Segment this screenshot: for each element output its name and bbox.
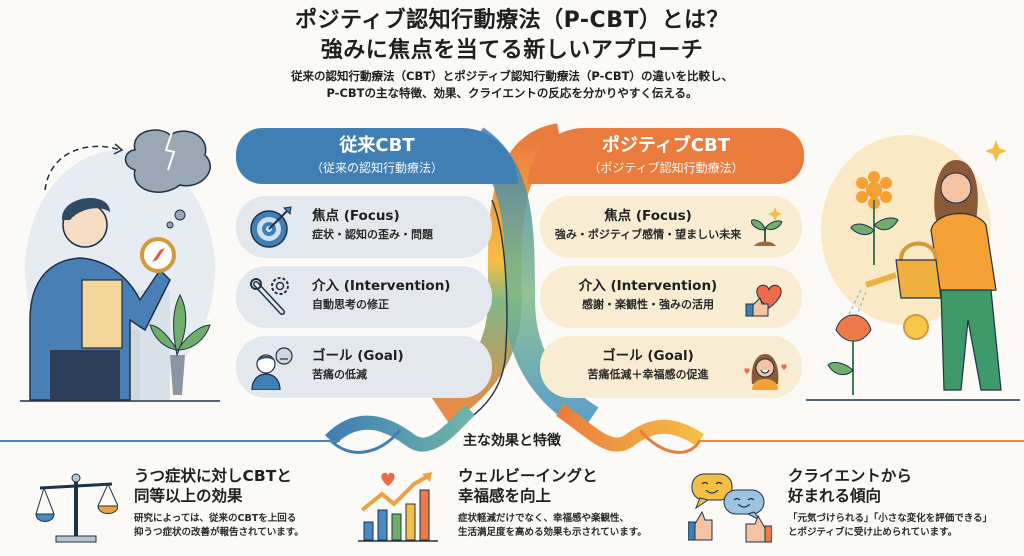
target-icon bbox=[250, 206, 292, 248]
pcbt-goal-desc: 苦痛低減＋幸福感の促進 bbox=[587, 368, 709, 381]
cbt-header-subtitle: （従来の認知行動療法） bbox=[310, 161, 443, 175]
woman-watering-flowers-illustration bbox=[806, 135, 1020, 401]
pcbt-intervention-desc: 感謝・楽観性・強みの活用 bbox=[582, 298, 714, 311]
description-line-2: P-CBTの主な特徴、効果、クライエントの反応を分かりやすく伝える。 bbox=[326, 86, 698, 100]
feature-2-desc-line1: 症状軽減だけでなく、幸福感や楽観性、 bbox=[458, 513, 630, 524]
pcbt-focus-title: 焦点 (Focus) bbox=[604, 208, 692, 224]
title-block: ポジティブ認知行動療法（P-CBT）とは？ 強みに焦点を当てる新しいアプローチ … bbox=[0, 6, 1024, 102]
cbt-intervention-card: 介入 (Intervention) 自動思考の修正 bbox=[236, 266, 492, 328]
cbt-intervention-title: 介入 (Intervention) bbox=[312, 278, 451, 294]
divider-right bbox=[700, 440, 1024, 442]
cbt-header-title: 従来CBT bbox=[339, 135, 415, 156]
cbt-focus-card: 焦点 (Focus) 症状・認知の歪み・問題 bbox=[236, 196, 492, 258]
feature-3-desc-line1: 「元気づけられる」「小さな変化を評価できる」 bbox=[788, 513, 993, 524]
pcbt-header-title: ポジティブCBT bbox=[601, 135, 731, 156]
main-subtitle-heading: 強みに焦点を当てる新しいアプローチ bbox=[320, 38, 704, 63]
pcbt-intervention-title: 介入 (Intervention) bbox=[578, 278, 718, 294]
feature-depression-effect: うつ症状に対しCBTと 同等以上の効果 研究によっては、従来のCBTを上回る 抑… bbox=[34, 466, 354, 552]
pcbt-focus-desc: 強み・ポジティブ感情・望ましい未来 bbox=[554, 228, 742, 241]
chat-thumbs-up-icon bbox=[688, 473, 772, 543]
pcbt-goal-title: ゴール (Goal) bbox=[602, 348, 694, 364]
feature-3-title-line1: クライエントから bbox=[788, 467, 912, 485]
cbt-goal-title: ゴール (Goal) bbox=[312, 348, 404, 364]
feature-2-title-line2: 幸福感を向上 bbox=[458, 487, 552, 505]
wrench-gear-icon bbox=[250, 277, 289, 315]
cbt-focus-desc: 症状・認知の歪み・問題 bbox=[312, 228, 433, 241]
feature-3-desc-line2: とポジティブに受け止められています。 bbox=[788, 527, 958, 538]
pcbt-header-subtitle: （ポジティブ認知行動療法） bbox=[588, 161, 744, 175]
neutral-person-icon bbox=[251, 347, 293, 390]
cbt-intervention-desc: 自動思考の修正 bbox=[312, 298, 389, 311]
main-title: ポジティブ認知行動療法（P-CBT）とは？ bbox=[295, 8, 729, 33]
feature-1-title-line2: 同等以上の効果 bbox=[134, 487, 243, 505]
feature-3-title-line2: 好まれる傾向 bbox=[788, 487, 882, 505]
pcbt-intervention-card: 介入 (Intervention) 感謝・楽観性・強みの活用 bbox=[540, 266, 802, 328]
balance-scale-icon bbox=[35, 473, 118, 543]
feature-1-desc-line2: 抑うつ症状の改善が報告されています。 bbox=[134, 527, 304, 538]
sprout-icon bbox=[751, 207, 783, 246]
feature-wellbeing: ウェルビーイングと 幸福感を向上 症状軽減だけでなく、幸福感や楽観性、 生活満足… bbox=[358, 466, 688, 552]
divider-left bbox=[0, 440, 340, 442]
cbt-goal-card: ゴール (Goal) 苦痛の低減 bbox=[236, 336, 492, 398]
man-with-compass-illustration bbox=[20, 129, 220, 402]
cbt-focus-title: 焦点 (Focus) bbox=[312, 208, 400, 224]
heart-thumbs-up-icon bbox=[745, 284, 782, 317]
feature-1-title-line1: うつ症状に対しCBTと bbox=[134, 467, 292, 485]
rising-chart-icon bbox=[358, 472, 438, 542]
effects-heading: 主な効果と特徴 bbox=[463, 433, 561, 449]
feature-2-desc-line2: 生活満足度を高める効果も示されています。 bbox=[458, 527, 647, 538]
description-line-1: 従来の認知行動療法（CBT）とポジティブ認知行動療法（P-CBT）の違いを比較し… bbox=[291, 69, 733, 83]
feature-client-preference: クライエントから 好まれる傾向 「元気づけられる」「小さな変化を評価できる」 と… bbox=[688, 466, 1024, 552]
pcbt-focus-card: 焦点 (Focus) 強み・ポジティブ感情・望ましい未来 bbox=[540, 196, 802, 258]
smiling-woman-icon bbox=[744, 354, 787, 390]
pcbt-goal-card: ゴール (Goal) 苦痛低減＋幸福感の促進 bbox=[540, 336, 802, 398]
feature-2-title-line1: ウェルビーイングと bbox=[458, 467, 598, 485]
cbt-header: 従来CBT （従来の認知行動療法） bbox=[236, 128, 518, 184]
pcbt-header: ポジティブCBT （ポジティブ認知行動療法） bbox=[528, 128, 804, 184]
cbt-goal-desc: 苦痛の低減 bbox=[312, 368, 367, 381]
feature-1-desc-line1: 研究によっては、従来のCBTを上回る bbox=[134, 513, 297, 524]
